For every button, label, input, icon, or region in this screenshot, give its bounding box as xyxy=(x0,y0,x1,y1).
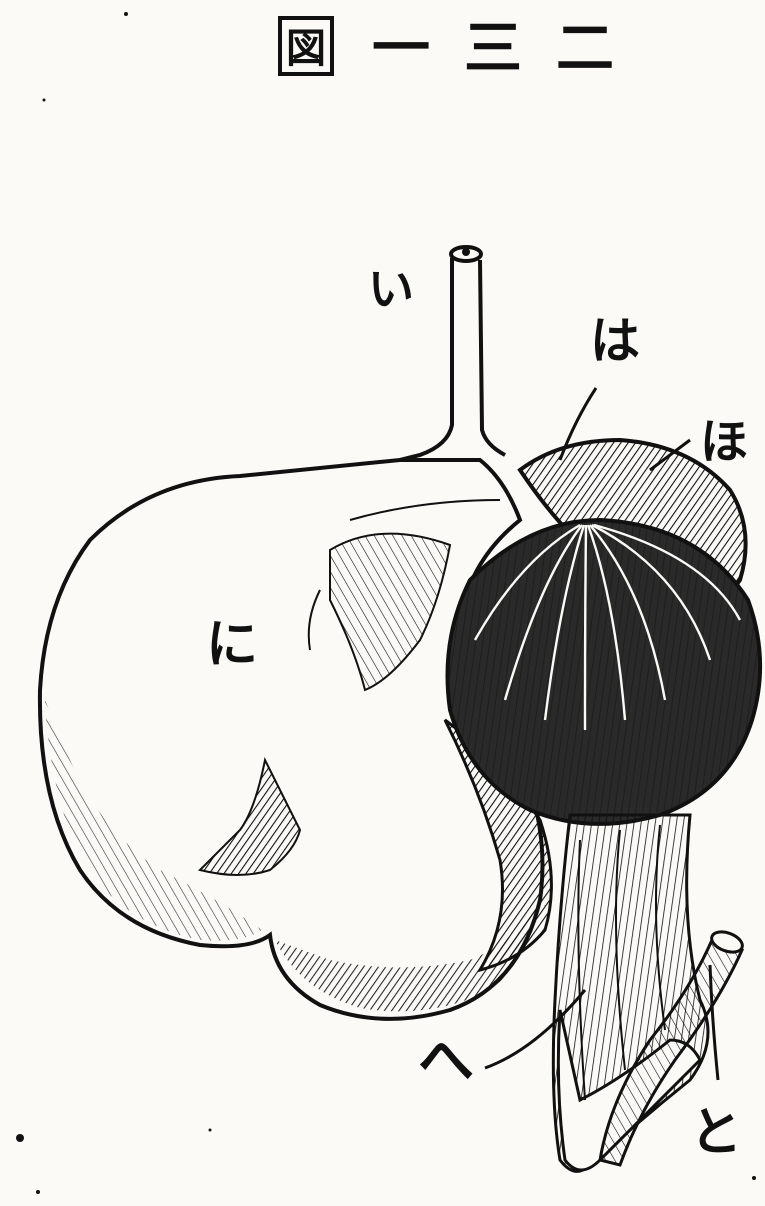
figure-number: 一三二 xyxy=(372,14,648,82)
label-ha: は xyxy=(590,311,640,370)
label-ho: ほ xyxy=(700,414,748,470)
label-to: と xyxy=(690,1102,742,1163)
figure-title: 図 一三二 xyxy=(280,14,648,82)
tube-i xyxy=(400,247,505,460)
figure-mark: 図 xyxy=(286,25,326,72)
label-ni: に xyxy=(206,614,258,675)
label-he: へ xyxy=(418,1028,474,1094)
label-i: い xyxy=(368,262,414,316)
organ-bulb xyxy=(448,520,761,824)
